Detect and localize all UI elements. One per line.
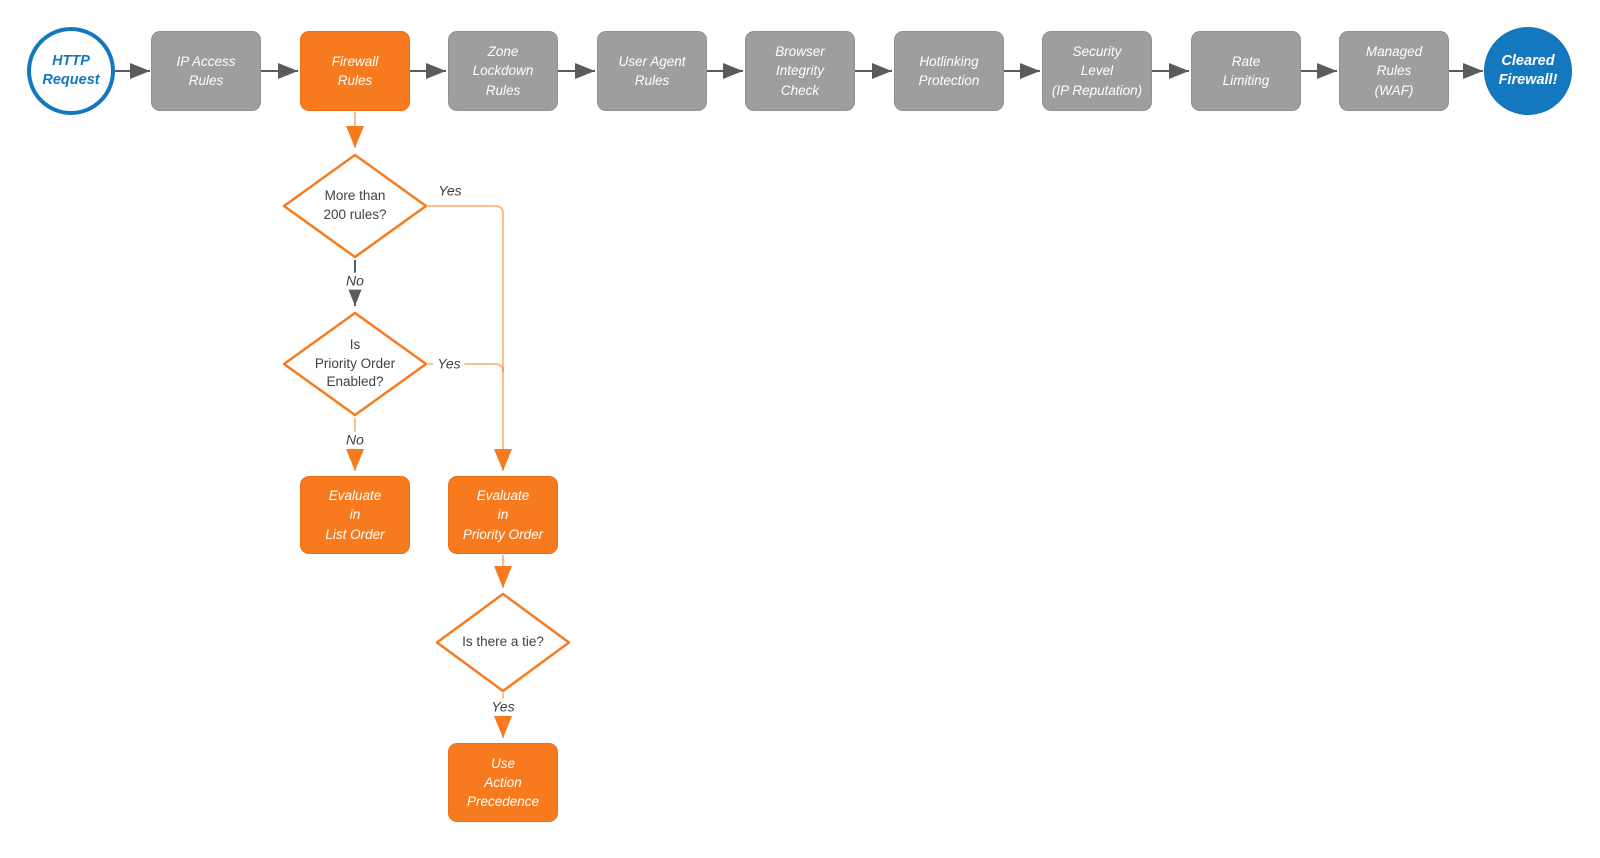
- stage-browser-integrity-check: Browser Integrity Check: [745, 31, 855, 111]
- edge-label-decision2-yes: Yes: [433, 355, 465, 373]
- stage-rate-limiting: Rate Limiting: [1191, 31, 1301, 111]
- action-label: Use Action Precedence: [466, 755, 540, 810]
- stage-hotlinking-protection: Hotlinking Protection: [894, 31, 1004, 111]
- stage-label: Rate Limiting: [1222, 53, 1270, 88]
- decision-label: Is there a tie?: [462, 634, 544, 650]
- stage-label: Hotlinking Protection: [918, 53, 980, 88]
- decision-label: Is Priority Order Enabled?: [314, 337, 396, 390]
- stage-label: Firewall Rules: [331, 53, 379, 88]
- line-decision2-yes-join: [428, 363, 504, 373]
- end-node-cleared-firewall: Cleared Firewall!: [1484, 27, 1572, 115]
- stage-ip-access-rules: IP Access Rules: [151, 31, 261, 111]
- decision-diamond-shape: [435, 592, 571, 693]
- start-node-http-request: HTTP Request: [27, 27, 115, 115]
- stage-label: IP Access Rules: [176, 53, 236, 88]
- decision-diamond-shape: [282, 153, 428, 259]
- action-use-action-precedence: Use Action Precedence: [448, 743, 558, 822]
- stage-label: Browser Integrity Check: [775, 44, 825, 98]
- stage-user-agent-rules: User Agent Rules: [597, 31, 707, 111]
- arrow-decision1-yes: [428, 205, 512, 471]
- edge-label-decision2-no: No: [342, 431, 368, 449]
- action-label: Evaluate in Priority Order: [462, 488, 544, 542]
- end-node-label: Cleared Firewall!: [1498, 53, 1558, 88]
- start-node-label: HTTP Request: [42, 53, 100, 88]
- decision-diamond-shape: [282, 311, 428, 417]
- stage-label: Security Level (IP Reputation): [1051, 44, 1143, 98]
- stage-security-level: Security Level (IP Reputation): [1042, 31, 1152, 111]
- action-evaluate-in-list-order: Evaluate in List Order: [300, 476, 410, 554]
- edge-label-decision1-yes: Yes: [434, 182, 466, 200]
- decision-priority-order-enabled: Is Priority Order Enabled?: [282, 311, 428, 417]
- stage-firewall-rules: Firewall Rules: [300, 31, 410, 111]
- edge-label-decision3-yes: Yes: [487, 698, 519, 716]
- stage-label: Zone Lockdown Rules: [472, 44, 534, 98]
- stage-zone-lockdown-rules: Zone Lockdown Rules: [448, 31, 558, 111]
- stage-label: User Agent Rules: [618, 53, 686, 88]
- action-label: Evaluate in List Order: [325, 488, 385, 542]
- decision-label: More than 200 rules?: [323, 188, 387, 222]
- decision-is-there-a-tie: Is there a tie?: [435, 592, 571, 693]
- edge-label-decision1-no: No: [342, 272, 368, 290]
- stage-label: Managed Rules (WAF): [1365, 44, 1423, 98]
- stage-managed-rules-waf: Managed Rules (WAF): [1339, 31, 1449, 111]
- decision-more-than-200-rules: More than 200 rules?: [282, 153, 428, 259]
- action-evaluate-in-priority-order: Evaluate in Priority Order: [448, 476, 558, 554]
